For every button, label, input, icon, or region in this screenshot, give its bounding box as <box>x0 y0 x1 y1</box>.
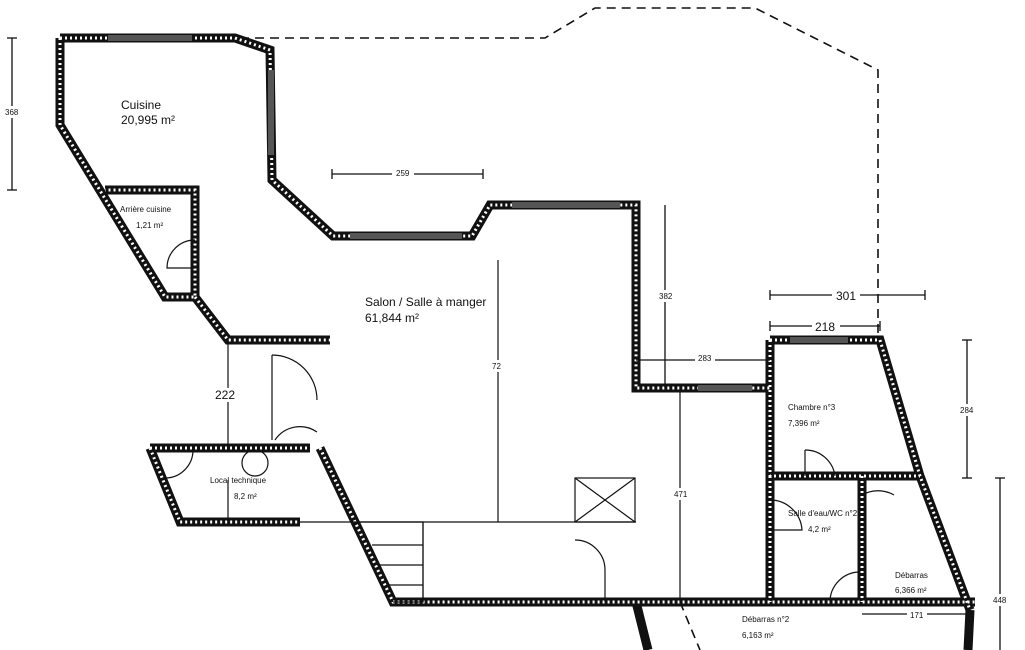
doors <box>164 239 895 603</box>
room-name-arriere-cuisine: Arrière cuisine <box>120 205 172 214</box>
dim-label-301: 301 <box>836 289 856 303</box>
room-name-salle-eau2: Salle d'eau/WC n°2 <box>788 509 858 518</box>
dim-label-218: 218 <box>815 320 835 334</box>
dim-label-448: 448 <box>993 596 1007 605</box>
room-area-local-technique: 8,2 m² <box>234 492 257 501</box>
room-name-debarras2: Débarras n°2 <box>742 615 790 624</box>
windows <box>108 35 848 391</box>
interior-lines <box>227 260 968 650</box>
room-name-cuisine: Cuisine <box>121 98 161 112</box>
room-area-salon: 61,844 m² <box>365 311 419 325</box>
walls <box>55 33 975 650</box>
dim-label-171: 171 <box>910 611 924 620</box>
dim-label-222: 222 <box>215 388 235 402</box>
room-name-local-technique: Local technique <box>210 476 267 485</box>
room-area-chambre3: 7,396 m² <box>788 419 820 428</box>
room-labels: Cuisine 20,995 m² Arrière cuisine 1,21 m… <box>120 98 928 640</box>
room-name-chambre3: Chambre n°3 <box>788 403 836 412</box>
dim-label-259: 259 <box>396 169 410 178</box>
room-area-debarras2: 6,163 m² <box>742 631 774 640</box>
room-area-salle-eau2: 4,2 m² <box>808 525 831 534</box>
dim-label-72: 72 <box>492 362 501 371</box>
room-name-debarras: Débarras <box>895 571 928 580</box>
dim-label-283: 283 <box>698 354 712 363</box>
room-area-debarras: 6,366 m² <box>895 586 927 595</box>
dim-label-382: 382 <box>659 292 673 301</box>
room-area-arriere-cuisine: 1,21 m² <box>136 221 163 230</box>
dim-label-284: 284 <box>960 406 974 415</box>
dim-label-471: 471 <box>674 490 688 499</box>
room-name-salon: Salon / Salle à manger <box>365 295 486 309</box>
dim-label-368: 368 <box>5 108 19 117</box>
room-area-cuisine: 20,995 m² <box>121 113 175 127</box>
dimension-labels: 368 259 382 301 218 283 72 222 471 284 4… <box>2 106 1011 621</box>
exterior-dashed-outline <box>240 7 879 338</box>
